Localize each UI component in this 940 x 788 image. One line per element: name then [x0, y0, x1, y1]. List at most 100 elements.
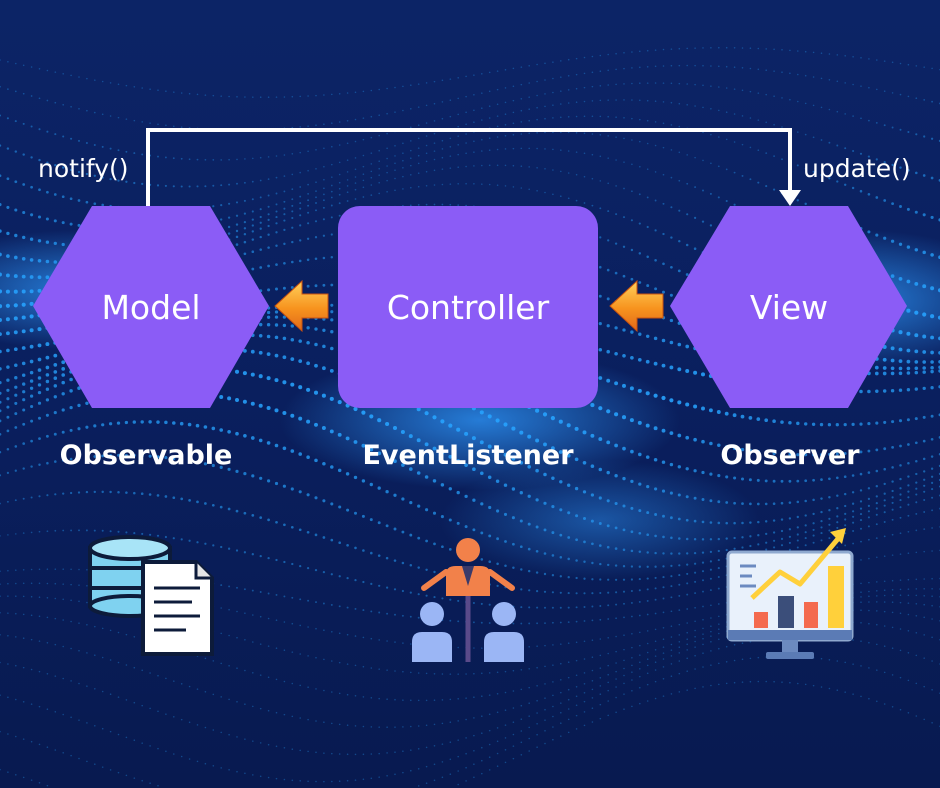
background-dot: [867, 510, 870, 513]
background-dot: [133, 491, 136, 495]
background-dot: [473, 183, 475, 185]
background-dot: [386, 147, 388, 150]
background-dot: [629, 418, 634, 423]
background-dot: [535, 438, 540, 443]
background-dot: [599, 85, 602, 87]
background-dot: [765, 548, 768, 551]
background-dot: [662, 586, 665, 589]
background-dot: [306, 237, 310, 240]
background-dot: [481, 73, 483, 75]
background-dot: [899, 532, 902, 535]
background-dot: [876, 556, 878, 559]
background-dot: [250, 349, 255, 354]
background-dot: [385, 455, 389, 460]
background-dot: [733, 203, 736, 206]
background-dot: [931, 488, 934, 491]
background-dot: [77, 491, 81, 494]
background-dot: [330, 538, 334, 542]
background-dot: [677, 465, 681, 469]
background-dot: [678, 609, 681, 611]
background-dot: [812, 51, 815, 54]
background-dot: [14, 376, 18, 380]
background-dot: [512, 85, 515, 88]
background-dot: [883, 492, 886, 495]
background-dot: [85, 142, 88, 144]
background-dot: [512, 186, 515, 188]
background-dot: [922, 360, 927, 364]
background-dot: [314, 327, 318, 331]
background-dot: [622, 216, 626, 219]
background-dot: [220, 545, 223, 549]
background-dot: [583, 100, 586, 103]
background-dot: [180, 185, 183, 188]
background-dot: [473, 140, 475, 143]
background-dot: [717, 521, 721, 525]
background-dot: [504, 135, 507, 137]
background-dot: [860, 540, 862, 543]
background-dot: [322, 199, 325, 202]
background-dot: [520, 606, 523, 609]
background-dot: [710, 133, 712, 136]
background-dot: [898, 347, 903, 352]
background-dot: [528, 82, 530, 84]
background-dot: [891, 61, 894, 64]
background-dot: [425, 135, 428, 137]
background-dot: [772, 502, 776, 506]
background-dot: [860, 85, 862, 87]
background-dot: [788, 535, 791, 538]
background-dot: [646, 284, 650, 288]
background-dot: [165, 124, 167, 127]
background-dot: [725, 475, 729, 479]
background-dot: [346, 606, 349, 609]
background-dot: [630, 277, 634, 281]
background-dot: [290, 525, 294, 529]
background-dot: [637, 388, 642, 393]
background-dot: [473, 165, 475, 167]
background-dot: [614, 547, 618, 550]
background-dot: [307, 95, 309, 97]
background-dot: [235, 214, 239, 217]
background-dot: [274, 335, 279, 340]
background-dot: [653, 393, 658, 398]
background-dot: [550, 416, 555, 421]
background-dot: [773, 539, 776, 542]
background-dot: [614, 326, 618, 330]
background-dot: [38, 495, 41, 498]
background-dot: [53, 370, 58, 374]
background-dot: [654, 259, 657, 262]
background-dot: [471, 436, 476, 441]
background-dot: [591, 542, 594, 546]
background-dot: [266, 315, 271, 319]
background-dot: [844, 55, 846, 57]
background-dot: [479, 410, 484, 415]
background-dot: [321, 426, 326, 430]
background-dot: [575, 538, 578, 542]
background-dot: [623, 616, 625, 619]
background-dot: [552, 104, 554, 106]
background-dot: [907, 530, 910, 533]
background-dot: [196, 500, 199, 504]
background-dot: [290, 413, 295, 418]
background-dot: [46, 69, 49, 72]
background-dot: [694, 580, 697, 583]
background-dot: [622, 548, 626, 552]
background-dot: [488, 90, 491, 93]
background-dot: [353, 406, 358, 412]
background-dot: [21, 289, 26, 294]
background-dot: [394, 169, 396, 171]
background-dot: [14, 233, 18, 238]
background-dot: [464, 525, 468, 529]
background-dot: [859, 189, 863, 193]
background-dot: [653, 458, 658, 462]
background-dot: [0, 144, 2, 147]
background-dot: [362, 154, 365, 157]
background-dot: [607, 618, 610, 620]
background-dot: [472, 467, 476, 472]
background-dot: [378, 192, 381, 195]
background-dot: [622, 590, 626, 593]
background-dot: [338, 173, 341, 176]
background-dot: [266, 334, 271, 339]
background-dot: [559, 480, 563, 484]
background-dot: [796, 515, 799, 519]
background-dot: [322, 461, 326, 466]
